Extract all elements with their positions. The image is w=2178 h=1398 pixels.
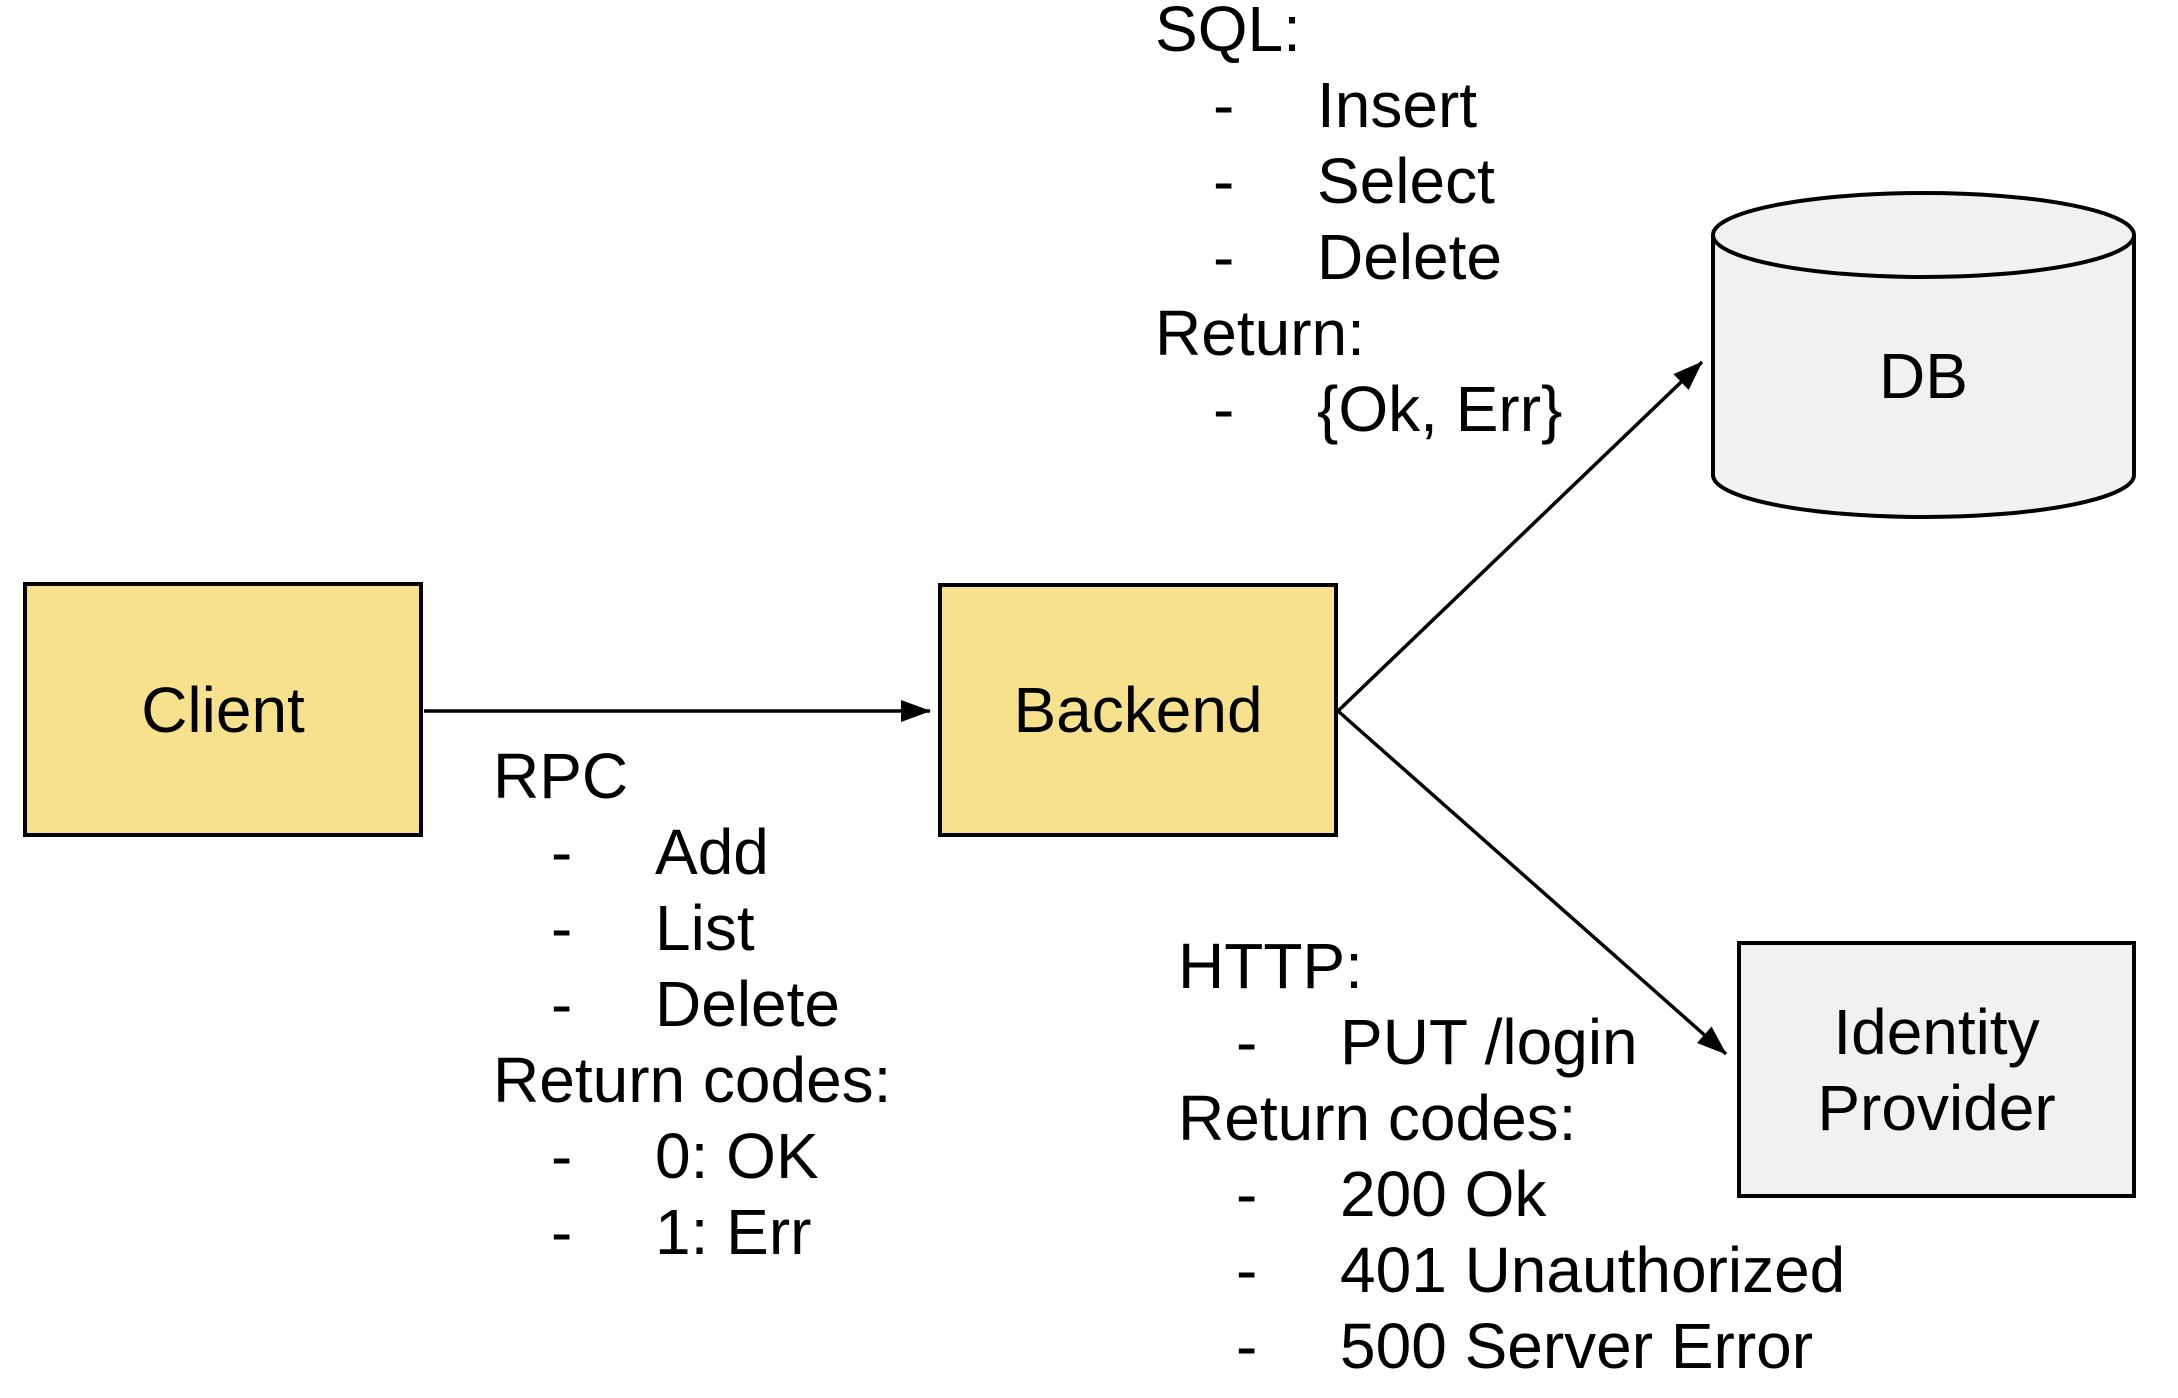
arrow-backend-to-identity-provider	[1336, 709, 1728, 1056]
http-item-text: 401 Unauthorized	[1340, 1234, 1846, 1306]
db-cylinder	[1711, 191, 2136, 519]
http-annotation-block: HTTP: -PUT /login Return codes: -200 Ok …	[1178, 928, 1845, 1384]
bullet-dash: -	[551, 1120, 573, 1192]
http-heading: HTTP:	[1178, 930, 1363, 1002]
client-node-label: Client	[141, 673, 305, 746]
bullet-dash: -	[1213, 373, 1235, 445]
sql-item: - Insert	[1155, 67, 1562, 143]
rpc-item: - 1: Err	[493, 1194, 891, 1270]
rpc-item: - List	[493, 890, 891, 966]
http-item-text: 500 Server Error	[1340, 1310, 1814, 1382]
bullet-dash: -	[1236, 1158, 1258, 1230]
client-node: Client	[23, 582, 423, 837]
backend-node-label: Backend	[1013, 674, 1263, 746]
sql-item-text: Insert	[1317, 69, 1478, 141]
db-node-label-wrap: DB	[1713, 277, 2134, 475]
http-item: - 401 Unauthorized	[1178, 1232, 1845, 1308]
sql-item: - Delete	[1155, 219, 1562, 295]
identity-provider-node: Identity Provider	[1737, 941, 2136, 1198]
bullet-dash: -	[1236, 1234, 1258, 1306]
backend-node: Backend	[938, 583, 1338, 837]
db-cylinder-body	[1711, 235, 2136, 519]
rpc-item-text: 1: Err	[655, 1196, 812, 1268]
bullet-dash: -	[1236, 1006, 1258, 1078]
sql-item-text: Delete	[1317, 221, 1502, 293]
sql-item: - {Ok, Err}	[1155, 371, 1562, 447]
sql-item-text: {Ok, Err}	[1317, 373, 1563, 445]
rpc-annotation-block: RPC - Add - List - Delete Return codes: - 0:…	[493, 738, 891, 1270]
bullet-dash: -	[551, 892, 573, 964]
sql-item-text: Select	[1317, 145, 1495, 217]
arrow-backend-to-db	[1336, 360, 1704, 713]
db-cylinder-top	[1711, 191, 2136, 279]
http-item: - PUT /login	[1178, 1004, 1845, 1080]
bullet-dash: -	[551, 968, 573, 1040]
rpc-item-text: List	[655, 892, 755, 964]
rpc-item: - 0: OK	[493, 1118, 891, 1194]
http-item-text: 200 Ok	[1340, 1158, 1547, 1230]
rpc-return-heading: Return codes:	[493, 1044, 892, 1116]
sql-heading: SQL:	[1155, 0, 1301, 65]
http-item: - 500 Server Error	[1178, 1308, 1845, 1384]
bullet-dash: -	[1236, 1310, 1258, 1382]
sql-annotation-block: SQL: - Insert - Select - Delete Return: - {O…	[1155, 0, 1562, 447]
rpc-item: - Add	[493, 814, 891, 890]
rpc-item-text: Add	[655, 816, 769, 888]
bullet-dash: -	[1213, 145, 1235, 217]
identity-provider-node-label: Identity Provider	[1817, 995, 2056, 1144]
sql-return-heading: Return:	[1155, 297, 1365, 369]
http-item-text: PUT /login	[1340, 1006, 1638, 1078]
http-item: - 200 Ok	[1178, 1156, 1845, 1232]
db-node-label: DB	[1879, 340, 1968, 412]
bullet-dash: -	[551, 1196, 573, 1268]
rpc-heading: RPC	[493, 740, 629, 812]
http-return-heading: Return codes:	[1178, 1082, 1577, 1154]
rpc-item: - Delete	[493, 966, 891, 1042]
bullet-dash: -	[1213, 221, 1235, 293]
bullet-dash: -	[551, 816, 573, 888]
sql-item: - Select	[1155, 143, 1562, 219]
rpc-item-text: Delete	[655, 968, 840, 1040]
bullet-dash: -	[1213, 69, 1235, 141]
rpc-item-text: 0: OK	[655, 1120, 819, 1192]
